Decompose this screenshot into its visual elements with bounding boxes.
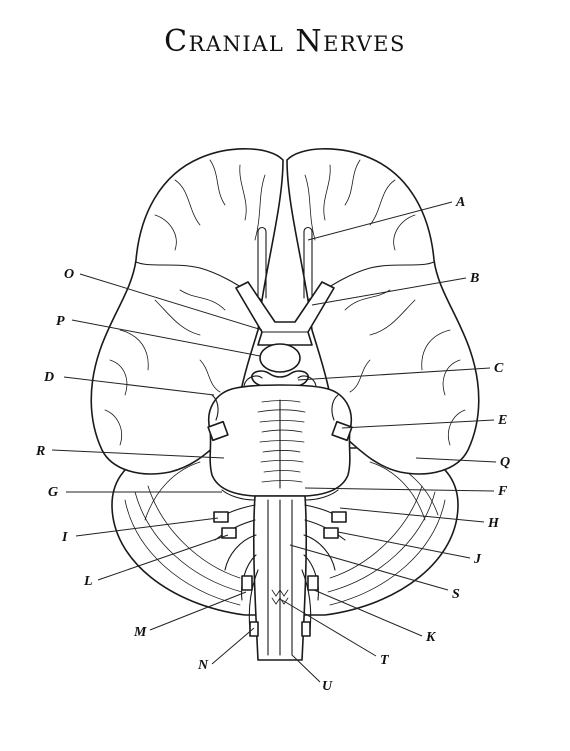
- leader-D: [63, 376, 215, 396]
- label-F: F: [497, 484, 508, 499]
- label-L: L: [83, 574, 93, 589]
- leader-S: [289, 544, 449, 591]
- leader-E: [341, 419, 495, 429]
- nerve-roots-right: [301, 489, 347, 637]
- leader-R: [51, 449, 225, 459]
- leader-T: [281, 599, 377, 657]
- leader-Q: [415, 457, 497, 463]
- leader-J: [337, 531, 471, 559]
- leader-L: [97, 534, 229, 581]
- leader-lines: [51, 201, 497, 683]
- pons: [208, 384, 352, 497]
- nerve-roots-left: [213, 489, 259, 637]
- leader-A: [307, 201, 453, 241]
- leader-O: [79, 273, 263, 331]
- label-K: K: [425, 630, 437, 645]
- label-O: O: [64, 267, 74, 282]
- label-P: P: [56, 314, 65, 329]
- page-title: Cranial Nerves: [164, 24, 406, 59]
- label-R: R: [35, 444, 45, 459]
- leader-I: [75, 517, 219, 537]
- label-T: T: [380, 653, 390, 668]
- trigeminal-nerves: [207, 394, 353, 442]
- label-C: C: [494, 361, 504, 376]
- label-G: G: [48, 485, 58, 500]
- leader-M: [149, 591, 247, 631]
- label-J: J: [473, 552, 482, 567]
- label-N: N: [197, 658, 209, 673]
- label-H: H: [487, 516, 500, 531]
- label-Q: Q: [500, 455, 510, 470]
- letter-labels: A B C D E F G H I J K L M N O P Q R S T …: [35, 195, 510, 694]
- pituitary: [259, 343, 301, 373]
- label-D: D: [43, 370, 54, 385]
- leader-F: [304, 487, 495, 492]
- label-B: B: [469, 271, 479, 286]
- leader-H: [339, 507, 485, 523]
- label-A: A: [455, 195, 465, 210]
- label-E: E: [497, 413, 507, 428]
- olfactory-structures: [257, 226, 313, 299]
- leader-N: [211, 627, 255, 665]
- leader-K: [313, 589, 423, 637]
- leader-P: [71, 319, 261, 357]
- medulla: [252, 495, 308, 661]
- leader-U: [291, 654, 321, 683]
- label-S: S: [452, 587, 460, 602]
- leader-C: [297, 367, 491, 381]
- label-I: I: [61, 530, 68, 545]
- label-U: U: [322, 679, 333, 694]
- leader-B: [311, 277, 467, 306]
- label-M: M: [133, 625, 147, 640]
- midbrain: [243, 370, 317, 393]
